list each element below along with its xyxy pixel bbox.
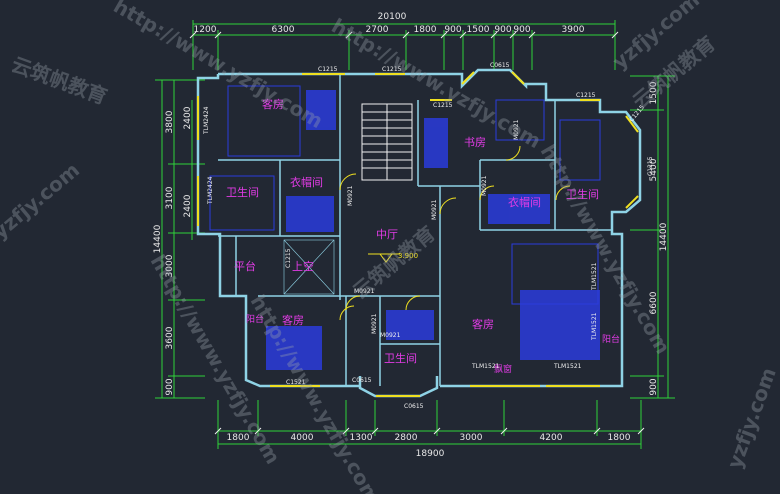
tag-door: M0921 (354, 288, 375, 295)
dim-top-3: 2700 (366, 25, 389, 35)
tag-door: M0921 (481, 175, 488, 196)
dim-left-1: 3800 (165, 110, 175, 133)
tag-window: C1215 (433, 102, 453, 109)
tag-window: C1215 (318, 66, 338, 73)
dim-bottom-2: 4000 (291, 433, 314, 443)
tag-door: TLM2424 (203, 106, 210, 135)
room-guest-se: 客房 (472, 317, 494, 331)
room-balcony-sw: 阳台 (246, 313, 264, 325)
dim-top-1: 1200 (194, 25, 217, 35)
dim-top-7: 900 (494, 25, 511, 35)
room-guest-sw: 客房 (282, 313, 304, 327)
dim-left-2: 3100 (165, 186, 175, 209)
dim-left-4: 3600 (165, 326, 175, 349)
tag-door: M0921 (380, 332, 401, 339)
tag-door: M0921 (371, 313, 378, 334)
tag-door: M0921 (431, 199, 438, 220)
room-hall: 中厅 (376, 228, 398, 241)
dim-left-3: 3000 (165, 254, 175, 277)
dim-right-1: 1500 (649, 81, 659, 104)
tag-window: C0615 (352, 377, 372, 384)
dim-bottom-7: 1800 (608, 433, 631, 443)
tag-door: TLM1521 (591, 262, 598, 291)
watermark-brand: 云筑帆教育 (8, 52, 110, 109)
dim-bottom-1: 1800 (227, 433, 250, 443)
dim-top-8: 900 (513, 25, 530, 35)
room-terrace: 平台 (234, 259, 256, 273)
watermark-url: http://www.yzfjy.com (146, 251, 286, 469)
dim-bottom-5: 3000 (460, 433, 483, 443)
dim-bottom-3: 1300 (350, 433, 373, 443)
tag-door: TLM1521 (471, 363, 500, 370)
door-swings (339, 145, 571, 321)
room-study: 书房 (464, 136, 486, 149)
dim-left-inner-2: 2400 (183, 194, 193, 217)
room-bath-e: 卫生间 (566, 187, 599, 201)
tag-door: TLM1521 (553, 363, 582, 370)
dim-right-total: 14400 (659, 222, 669, 251)
dim-top-4: 1800 (414, 25, 437, 35)
room-bay-s: 飘窗 (494, 363, 512, 375)
tag-window: C1215 (285, 248, 292, 268)
dim-bottom-total: 18900 (416, 449, 445, 459)
staircase (361, 103, 413, 181)
hall-level: 3.900 (398, 252, 418, 260)
furniture-outlines (209, 85, 601, 305)
dim-top-9: 3900 (562, 25, 585, 35)
dim-right-2: 5400 (649, 158, 659, 181)
dim-top-6: 1500 (467, 25, 490, 35)
dim-left-5: 900 (165, 378, 175, 395)
interior-walls (218, 74, 612, 386)
dimension-ticks (189, 31, 645, 435)
tag-window: C0615 (404, 403, 424, 410)
dim-bottom-6: 4200 (540, 433, 563, 443)
dim-left-total: 14400 (153, 224, 163, 253)
tag-door: M0921 (347, 185, 354, 206)
tag-window: C1215 (647, 156, 654, 176)
level-marker (368, 253, 400, 263)
windows (197, 71, 639, 397)
room-closet-w: 衣帽间 (290, 175, 323, 189)
furniture-blocks (266, 90, 600, 370)
tag-window: C1215 (576, 92, 596, 99)
room-closet-e: 衣帽间 (508, 195, 541, 209)
tag-door: M0921 (513, 119, 520, 140)
dim-top-2: 6300 (272, 25, 295, 35)
tag-window: C0615 (490, 62, 510, 69)
room-void: 上空 (292, 259, 314, 273)
dim-top-total: 20100 (378, 12, 407, 22)
watermark-url: http://www.yzfjy.com (110, 0, 328, 133)
tag-door: TLM2424 (207, 176, 214, 205)
dim-top-5: 900 (444, 25, 461, 35)
room-bath-s: 卫生间 (384, 351, 417, 365)
room-balcony-e: 阳台 (602, 333, 620, 345)
room-guest-nw: 客房 (262, 97, 284, 111)
tag-door: TLM1521 (591, 312, 598, 341)
watermark-short: yzfjy.com (722, 364, 780, 471)
tag-window: C1521 (286, 379, 306, 386)
dim-right-4: 900 (649, 378, 659, 395)
room-bath-w: 卫生间 (226, 185, 259, 199)
tag-window: C1215 (382, 66, 402, 73)
dim-right-3: 6600 (649, 291, 659, 314)
watermark-short: yzfjy.com (0, 158, 84, 244)
dim-left-inner-1: 2400 (183, 106, 193, 129)
void-cross (283, 239, 335, 295)
dim-bottom-4: 2800 (395, 433, 418, 443)
dimension-lines (155, 20, 675, 449)
